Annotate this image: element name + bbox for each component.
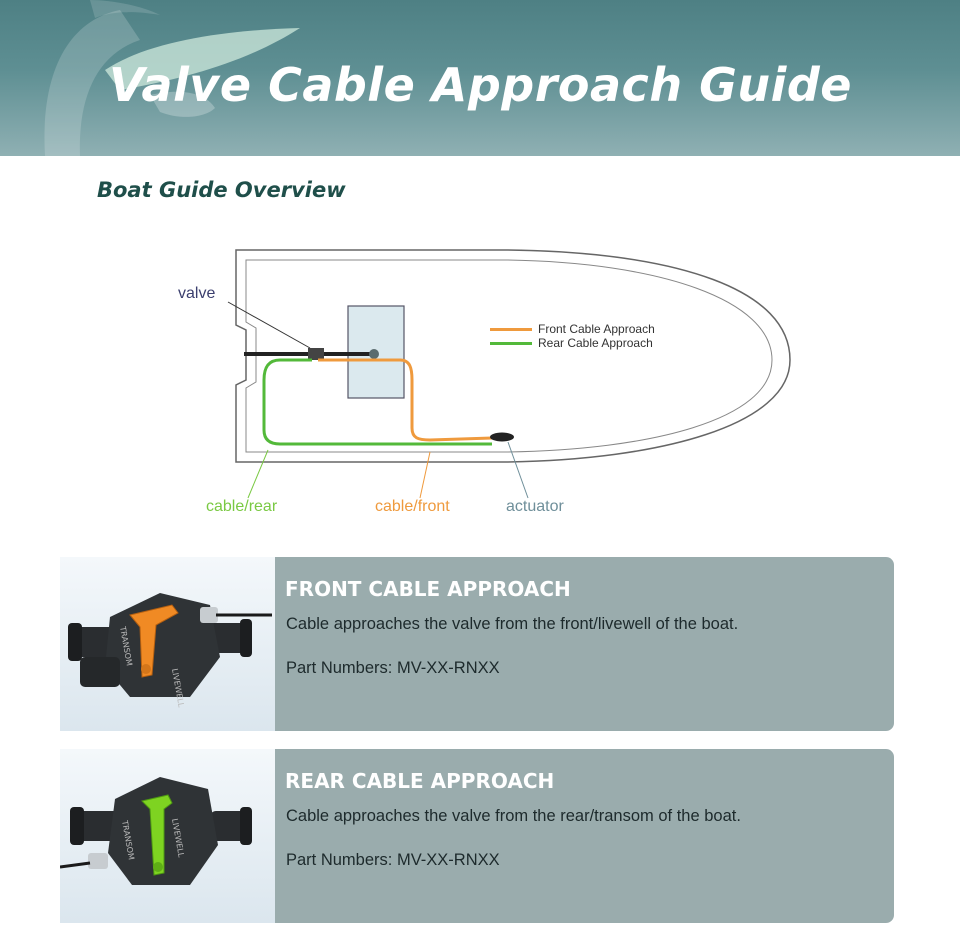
legend-label: Front Cable Approach xyxy=(538,322,655,336)
page-title: Valve Cable Approach Guide xyxy=(109,58,852,112)
card-description: Cable approaches the valve from the rear… xyxy=(286,807,741,825)
boat-hull-inner xyxy=(245,259,773,453)
legend-swatch-front xyxy=(490,327,532,331)
actuator-callout: actuator xyxy=(506,498,564,515)
diagram-legend: Front Cable Approach Rear Cable Approach xyxy=(490,322,655,350)
valve-body xyxy=(308,348,324,360)
actuator-shape xyxy=(490,432,514,442)
cable-rear-callout: cable/rear xyxy=(206,498,278,515)
legend-swatch-rear xyxy=(490,341,532,345)
legend-item-front: Front Cable Approach xyxy=(490,322,655,336)
card-title: REAR CABLE APPROACH xyxy=(285,769,555,793)
valve-image: LIVEWELL TRANSOM xyxy=(68,593,272,709)
rear-cable-card: REAR CABLE APPROACH Cable approaches the… xyxy=(59,749,894,923)
valve-lever xyxy=(141,794,173,876)
front-cable-path xyxy=(318,358,493,442)
front-valve-photo: LIVEWELL TRANSOM xyxy=(60,557,275,731)
legend-label: Rear Cable Approach xyxy=(538,336,653,350)
boat-hull-outer xyxy=(235,249,791,463)
page-header: Valve Cable Approach Guide xyxy=(0,0,960,156)
boat-diagram xyxy=(227,249,791,499)
valve-callout: valve xyxy=(178,285,216,302)
valve-lever xyxy=(129,604,179,678)
card-part-numbers: Part Numbers: MV-XX-RNXX xyxy=(286,851,500,869)
card-panel: REAR CABLE APPROACH Cable approaches the… xyxy=(262,749,894,923)
section-title: Boat Guide Overview xyxy=(97,178,346,202)
valve-image: LIVEWELL TRANSOM xyxy=(59,777,252,885)
front-cable-card: FRONT CABLE APPROACH Cable approaches th… xyxy=(60,557,894,731)
rear-cable-path xyxy=(262,358,492,446)
card-description: Cable approaches the valve from the fron… xyxy=(286,615,739,633)
rear-valve-photo: LIVEWELL TRANSOM xyxy=(59,749,275,923)
card-part-numbers: Part Numbers: MV-XX-RNXX xyxy=(286,659,500,677)
legend-item-rear: Rear Cable Approach xyxy=(490,336,655,350)
card-panel: FRONT CABLE APPROACH Cable approaches th… xyxy=(262,557,894,731)
brand-logo xyxy=(44,0,300,156)
cable-front-callout: cable/front xyxy=(375,498,450,515)
card-title: FRONT CABLE APPROACH xyxy=(285,577,571,601)
